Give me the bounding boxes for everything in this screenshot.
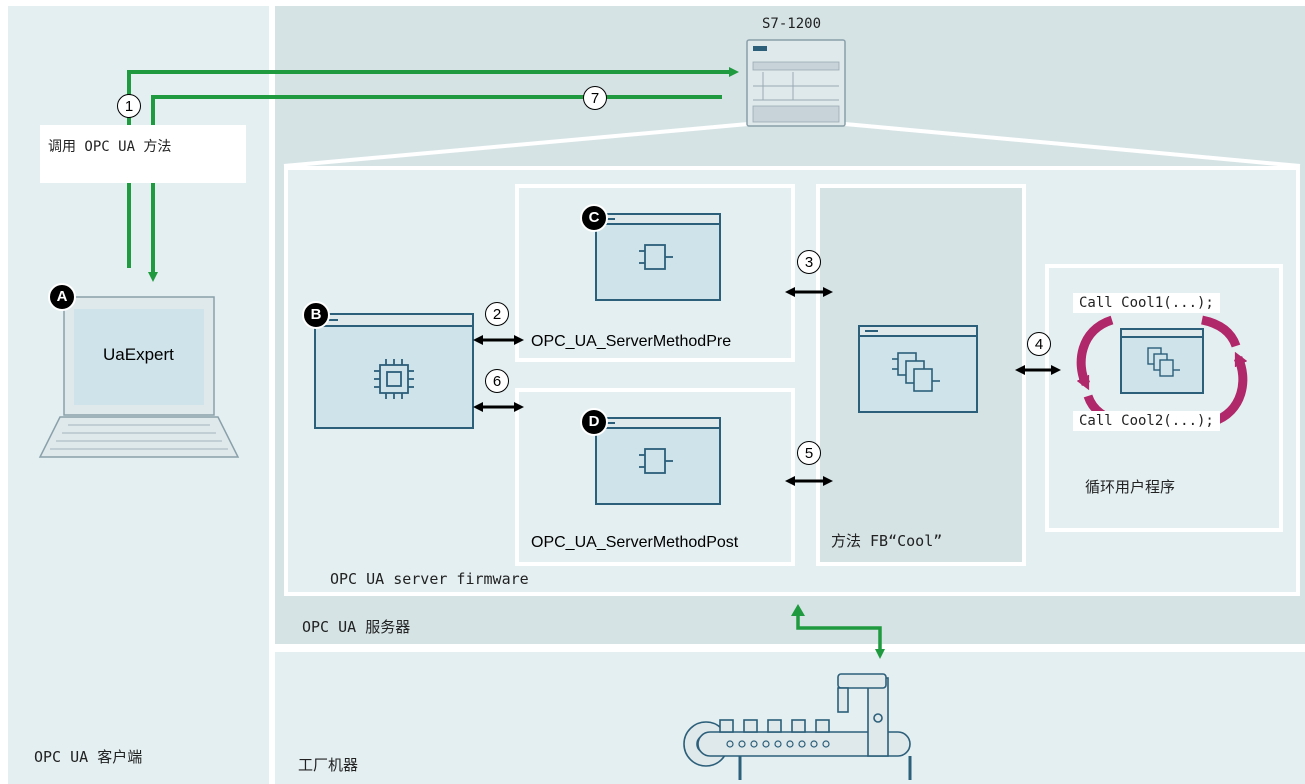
post-method-window-icon bbox=[595, 417, 721, 505]
laptop-screen-text: UaExpert bbox=[103, 345, 174, 364]
client-zone-label: OPC UA 客户端 bbox=[34, 748, 143, 766]
badge-b: B bbox=[302, 301, 330, 329]
badge-d: D bbox=[580, 408, 608, 436]
step-2: 2 bbox=[485, 302, 509, 326]
badge-c: C bbox=[580, 204, 608, 232]
call-method-callout bbox=[40, 125, 246, 183]
server-method-pre-box bbox=[515, 184, 795, 362]
server-method-pre-label: OPC_UA_ServerMethodPre bbox=[531, 333, 732, 350]
step-7: 7 bbox=[583, 86, 607, 110]
factory-zone-label: 工厂机器 bbox=[298, 756, 359, 774]
firmware-window-icon bbox=[314, 313, 474, 429]
step-4: 4 bbox=[1027, 332, 1051, 356]
firmware-label: OPC UA server firmware bbox=[330, 570, 529, 588]
cyclic-program-label: 循环用户程序 bbox=[1085, 478, 1176, 496]
call-cool1-code: Call Cool1(...); bbox=[1073, 293, 1220, 313]
call-cool2-code: Call Cool2(...); bbox=[1073, 411, 1220, 431]
step-6: 6 bbox=[485, 369, 509, 393]
method-fb-label: 方法 FB“Cool” bbox=[831, 532, 943, 550]
cyclic-program-box bbox=[1045, 264, 1283, 532]
method-fb-window-icon bbox=[858, 325, 978, 413]
step-1: 1 bbox=[117, 94, 141, 118]
plc-name: S7-1200 bbox=[762, 16, 822, 32]
badge-a: A bbox=[48, 283, 76, 311]
step-5: 5 bbox=[797, 441, 821, 465]
pre-method-window-icon bbox=[595, 213, 721, 301]
server-zone-label: OPC UA 服务器 bbox=[302, 618, 411, 636]
call-method-label: 调用 OPC UA 方法 bbox=[48, 139, 172, 155]
plc-device-icon bbox=[746, 39, 846, 127]
server-method-post-label: OPC_UA_ServerMethodPost bbox=[531, 534, 739, 551]
cyclic-program-window-icon bbox=[1120, 328, 1204, 394]
factory-machine-icon bbox=[683, 673, 912, 780]
step-3: 3 bbox=[797, 250, 821, 274]
laptop-icon bbox=[38, 296, 240, 458]
factory-zone bbox=[275, 652, 1305, 784]
